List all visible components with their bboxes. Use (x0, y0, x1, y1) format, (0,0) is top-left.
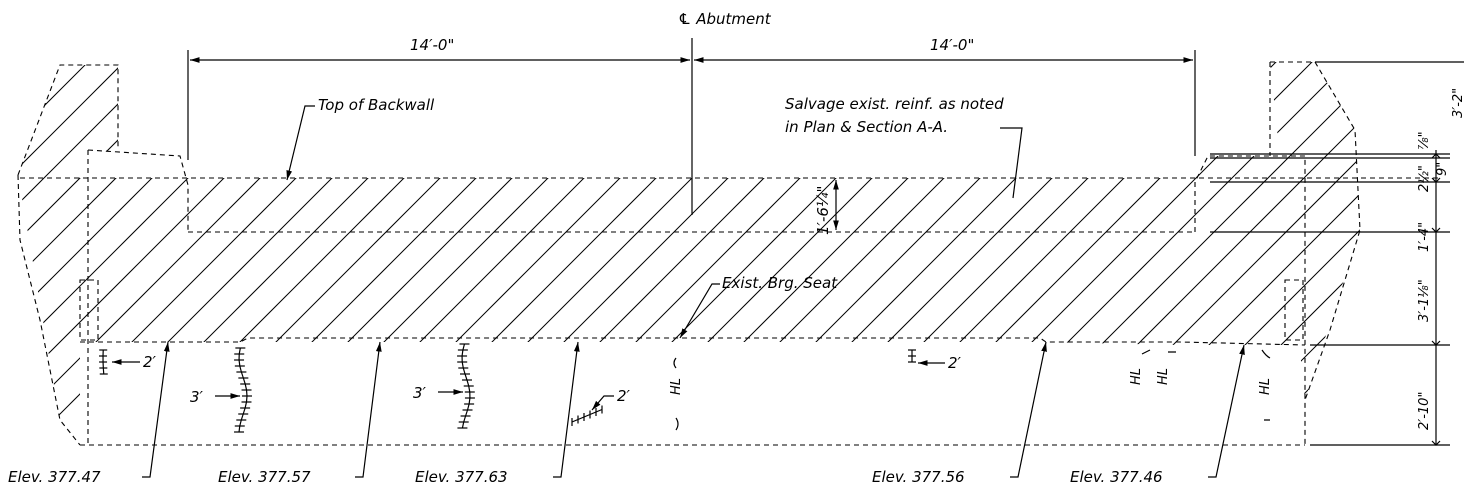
hatch-line (1283, 62, 1360, 420)
hatch-line (18, 62, 245, 420)
bar-callout-3: 3′ (413, 384, 427, 402)
centerline-label: ℄ Abutment (678, 10, 772, 28)
bar-callout-4: 2′ (617, 387, 631, 405)
hl-label-2: HL (1129, 368, 1144, 385)
left-span-dimension: 14′-0" (410, 36, 454, 54)
structure-outlines (17, 61, 1440, 446)
salvage-note-line1: Salvage exist. reinf. as noted (785, 95, 1004, 113)
elevation-2: Elev. 377.57 (218, 468, 311, 486)
top-of-backwall-note: Top of Backwall (318, 96, 435, 114)
hatch-line (18, 62, 317, 420)
dim-nine-inches: 9" (1435, 162, 1450, 176)
dim-one-four: 1′-4" (1417, 222, 1432, 252)
bar-callouts: 2′ 3′ 3′ 2′ 2′ (112, 353, 962, 411)
salvage-note-line2: in Plan & Section A-A. (785, 118, 948, 136)
hl-labels: HL HL HL HL (669, 349, 1273, 431)
hatch-line (959, 62, 1360, 420)
hl-label-3: HL (1156, 368, 1171, 385)
hatch-line (995, 62, 1360, 420)
hatch-line (1139, 62, 1360, 420)
hatch-line (18, 62, 209, 420)
dim-two-and-half: 2½" (1417, 165, 1432, 192)
hatch-line (1319, 62, 1360, 420)
concrete-hatching (18, 62, 1360, 420)
dim-seven-eighths: ⅞" (1417, 131, 1432, 150)
hatch-line (1355, 62, 1360, 420)
hatch-line (18, 62, 353, 420)
hatch-line (18, 62, 137, 420)
reinforcement-bar (571, 408, 603, 423)
hatch-line (239, 62, 641, 420)
bar-callout-1: 2′ (143, 353, 157, 371)
existing-reinforcement (99, 343, 916, 433)
hl-label-4: HL (1258, 378, 1273, 395)
hatch-line (1103, 62, 1360, 420)
hatch-line (18, 62, 173, 420)
top-of-backwall-leader (286, 105, 315, 181)
right-dimension-stack: ⅞" 2½" 9" 1′-4" 3′-1⅛" 2′-10" 3′-2" (1210, 61, 1464, 446)
dim-three-two: 3′-2" (1451, 88, 1464, 118)
dim-three-one: 3′-1⅛" (1417, 279, 1432, 322)
right-span-dimension: 14′-0" (930, 36, 974, 54)
hatch-line (95, 62, 497, 420)
elevation-4: Elev. 377.56 (872, 468, 965, 486)
bar-callout-2: 3′ (190, 388, 204, 406)
hatch-line (18, 62, 281, 420)
backwall-depth-dimension: 1′-6¼" (814, 186, 832, 235)
elevation-callouts: Elev. 377.47 Elev. 377.57 Elev. 377.63 E… (8, 341, 1245, 486)
hatch-line (1031, 62, 1360, 420)
span-dimension: 14′-0" 14′-0" (187, 36, 1196, 160)
bearing-seat-leader (679, 283, 720, 339)
elevation-3: Elev. 377.63 (415, 468, 508, 486)
elevation-1: Elev. 377.47 (8, 468, 101, 486)
hl-label-1: HL (669, 378, 684, 395)
dim-two-ten: 2′-10" (1417, 392, 1432, 430)
bar-callout-5: 2′ (948, 354, 962, 372)
hatch-line (18, 62, 101, 420)
bearing-seat-note: Exist. Brg. Seat (722, 274, 838, 292)
elevation-5: Elev. 377.46 (1070, 468, 1163, 486)
hatch-line (383, 62, 785, 420)
salvage-note-leader (1000, 127, 1023, 199)
